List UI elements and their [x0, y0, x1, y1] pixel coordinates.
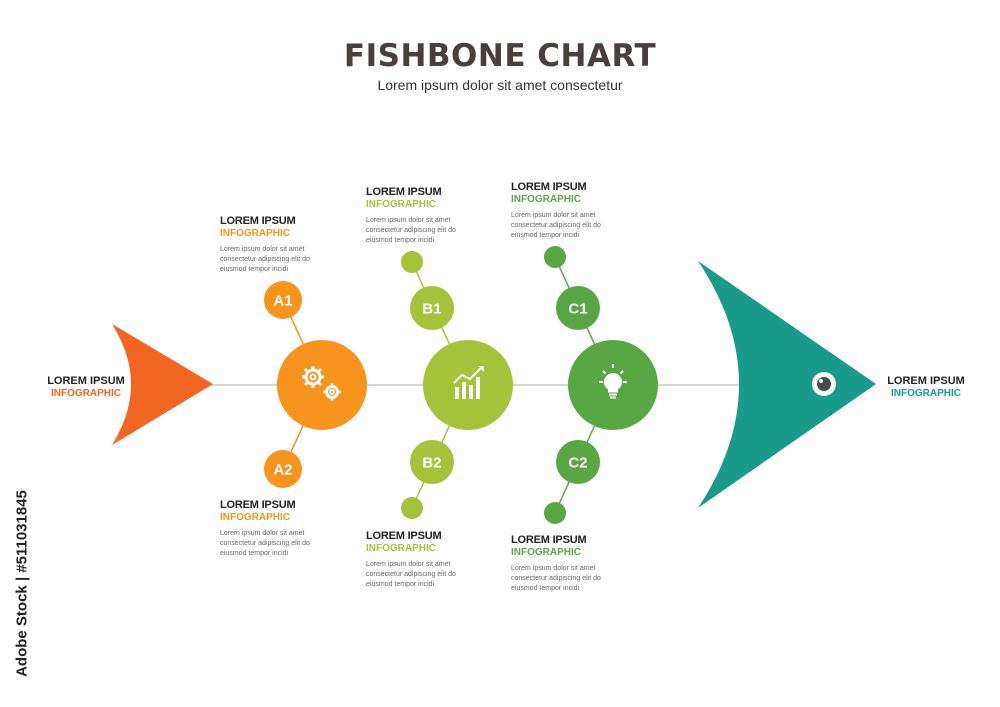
label-c1-title: LOREM IPSUM [511, 181, 587, 193]
node-b1-label: B1 [422, 301, 441, 318]
label-c2-subtitle: INFOGRAPHIC [511, 547, 581, 558]
node-c2 [556, 440, 600, 484]
node-a1 [264, 281, 302, 319]
growth-chart-icon [453, 366, 484, 399]
node-c-top-dot [544, 246, 566, 268]
label-c1-body: Lorem ipsum dolor sit amet consectetur a… [511, 212, 601, 239]
label-b1-body: Lorem ipsum dolor sit amet consectetur a… [366, 217, 456, 244]
node-a1-label: A1 [273, 293, 292, 310]
label-a1-title: LOREM IPSUM [220, 215, 296, 227]
node-b2-label: B2 [422, 455, 441, 472]
label-a2-title: LOREM IPSUM [220, 499, 296, 511]
label-c2-title: LOREM IPSUM [511, 534, 587, 546]
label-b2-title: LOREM IPSUM [366, 530, 442, 542]
label-a2-body: Lorem ipsum dolor sit amet consectetur a… [220, 530, 310, 557]
label-a2-subtitle: INFOGRAPHIC [220, 512, 290, 523]
tail-label: LOREM IPSUM INFOGRAPHIC [31, 375, 141, 400]
page-subtitle: Lorem ipsum dolor sit amet consectetur [377, 77, 623, 93]
label-a1-body: Lorem ipsum dolor sit amet consectetur a… [220, 246, 310, 273]
label-c2: LOREM IPSUM INFOGRAPHIC Lorem ipsum dolo… [511, 534, 621, 594]
lightbulb-icon [599, 364, 627, 399]
node-c1-label: C1 [568, 301, 587, 318]
main-node-a [277, 340, 367, 430]
node-c2-label: C2 [568, 455, 587, 472]
node-a2 [264, 450, 302, 488]
label-b1: LOREM IPSUM INFOGRAPHIC Lorem ipsum dolo… [366, 186, 476, 246]
fish-pupil [817, 377, 831, 391]
tail-label-title: LOREM IPSUM [47, 375, 125, 387]
label-b1-title: LOREM IPSUM [366, 186, 442, 198]
label-b2-body: Lorem ipsum dolor sit amet consectetur a… [366, 561, 456, 588]
label-b2-subtitle: INFOGRAPHIC [366, 543, 436, 554]
stock-id: Adobe Stock | #511031845 [12, 475, 32, 695]
label-c1: LOREM IPSUM INFOGRAPHIC Lorem ipsum dolo… [511, 181, 621, 241]
head-label-title: LOREM IPSUM [887, 375, 965, 387]
head-label: LOREM IPSUM INFOGRAPHIC [871, 375, 981, 400]
gears-icon [302, 366, 341, 401]
node-b-bottom-dot [401, 497, 423, 519]
page-title: FISHBONE CHART [343, 38, 657, 74]
node-b2 [410, 440, 454, 484]
fish-head [698, 261, 876, 508]
label-a2: LOREM IPSUM INFOGRAPHIC Lorem ipsum dolo… [220, 499, 330, 559]
node-c1 [556, 286, 600, 330]
fish-tail [112, 324, 213, 445]
label-c2-body: Lorem ipsum dolor sit amet consectetur a… [511, 565, 601, 592]
node-c-bottom-dot [544, 502, 566, 524]
label-a1: LOREM IPSUM INFOGRAPHIC Lorem ipsum dolo… [220, 215, 330, 275]
head-label-subtitle: INFOGRAPHIC [891, 388, 961, 399]
node-a2-label: A2 [273, 462, 292, 479]
node-b1 [410, 286, 454, 330]
label-b2: LOREM IPSUM INFOGRAPHIC Lorem ipsum dolo… [366, 530, 476, 590]
label-a1-subtitle: INFOGRAPHIC [220, 228, 290, 239]
label-c1-subtitle: INFOGRAPHIC [511, 194, 581, 205]
tail-label-subtitle: INFOGRAPHIC [51, 388, 121, 399]
stock-id-text: Adobe Stock | #511031845 [13, 490, 31, 677]
node-b-top-dot [401, 251, 423, 273]
main-node-b [423, 340, 513, 430]
label-b1-subtitle: INFOGRAPHIC [366, 199, 436, 210]
